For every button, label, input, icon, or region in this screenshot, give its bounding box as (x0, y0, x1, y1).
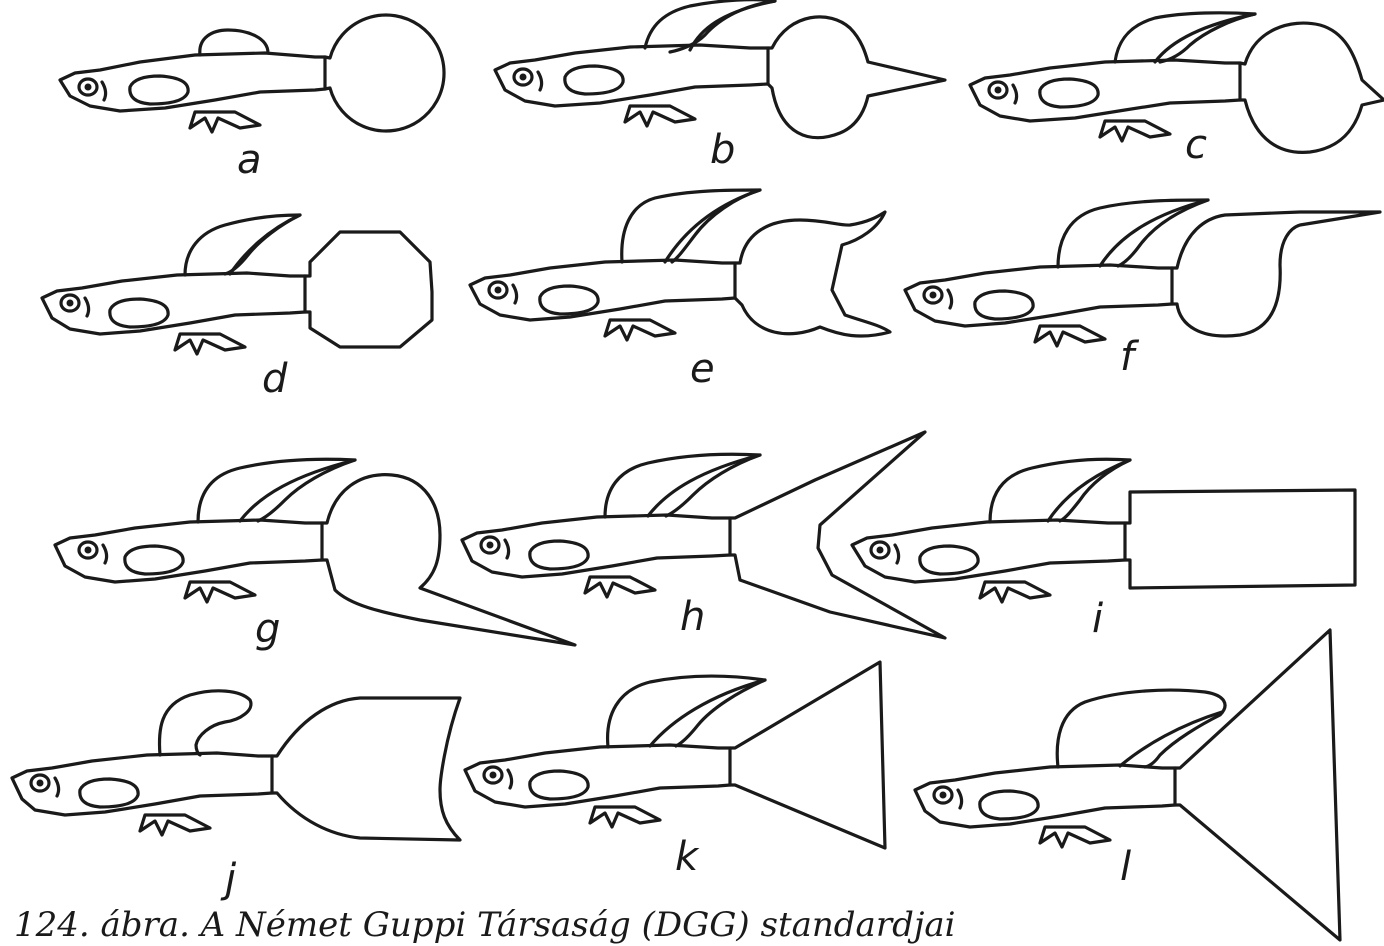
fish-label-k: k (675, 834, 700, 880)
fish-label-i: i (1092, 596, 1103, 642)
figure-caption: 124. ábra. A Német Guppi Társaság (DGG) … (14, 905, 956, 945)
fish-label-g: g (255, 606, 280, 652)
fish-j: j (12, 691, 460, 902)
fish-c: c (970, 13, 1384, 168)
fish-label-j: j (220, 856, 237, 902)
fish-label-c: c (1185, 122, 1207, 168)
fish-label-h: h (680, 594, 705, 640)
fish-k: k (465, 662, 885, 880)
fish-label-e: e (690, 346, 715, 392)
fish-d: d (42, 215, 432, 402)
fish-a: a (60, 15, 444, 183)
fish-label-b: b (710, 127, 735, 173)
fish-i: i (852, 459, 1355, 642)
fish-e: e (470, 190, 890, 392)
fish-f: f (905, 200, 1380, 380)
fish-label-l: l (1120, 844, 1131, 890)
fish-l: l (915, 630, 1340, 940)
fish-label-a: a (237, 137, 262, 183)
fish-label-f: f (1120, 334, 1140, 380)
fish-b: b (495, 0, 945, 173)
fish-g: g (55, 459, 575, 652)
fish-label-d: d (262, 356, 288, 402)
